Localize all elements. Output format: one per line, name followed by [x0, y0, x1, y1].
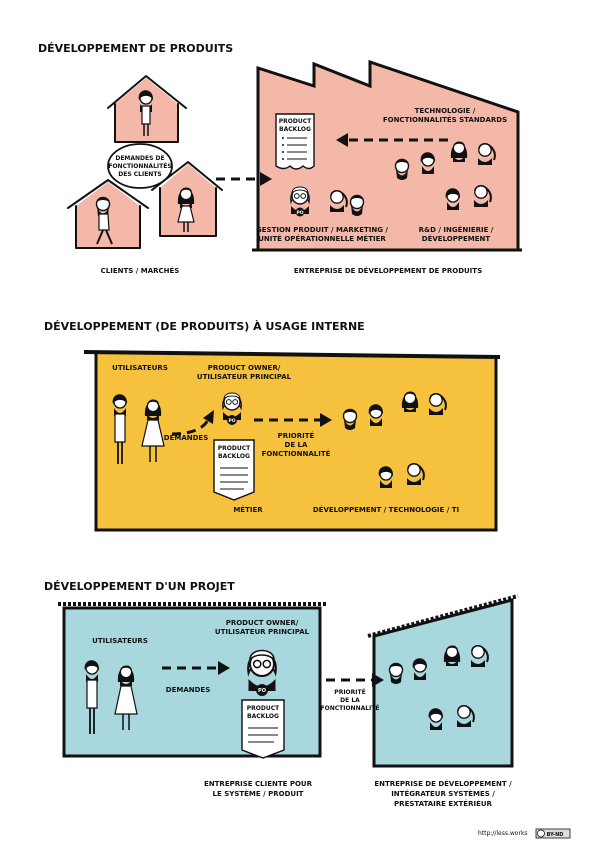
s1-backlog-icon: PRODUCT BACKLOG	[275, 113, 315, 170]
s2-demandes: DEMANDES	[164, 434, 208, 442]
s1-title: DÉVELOPPEMENT DE PRODUITS	[38, 42, 233, 55]
s1-client-top	[138, 89, 154, 136]
s2-priorite-line-1: PRIORITÉ	[278, 431, 315, 440]
s1-tech-line-2: FONCTIONNALITÉS STANDARDS	[383, 115, 507, 124]
s3-cliente-line-2: LE SYSTÈME / PRODUIT	[213, 789, 304, 798]
s2-dev-person-1	[342, 408, 358, 431]
s1-rd-line-1: R&D / INGÉNIERIE /	[419, 225, 494, 234]
s1-rd-line-2: DÉVELOPPEMENT	[422, 234, 491, 243]
s3-arrow-demandes	[162, 661, 230, 675]
s2-po-line-2: UTILISATEUR PRINCIPAL	[197, 373, 292, 381]
s3-title: DÉVELOPPEMENT D'UN PROJET	[44, 580, 235, 593]
s2-utilisateurs: UTILISATEURS	[112, 364, 168, 372]
s1-bubble-line-1: DEMANDES DE	[115, 155, 164, 162]
s1-po-badge: PO	[296, 210, 303, 216]
s2-po-person: PO	[222, 392, 242, 425]
s1-backlog-line-2: BACKLOG	[279, 126, 311, 133]
s3-backlog-icon: PRODUCT BACKLOG	[241, 699, 285, 759]
s1-backlog-line-1: PRODUCT	[279, 118, 312, 125]
s2-user-2	[141, 398, 165, 462]
s3-priorite-line-2: DE LA	[340, 697, 360, 704]
s2-title: DÉVELOPPEMENT (DE PRODUITS) À USAGE INTE…	[44, 320, 365, 333]
s3-priorite-line-1: PRIORITÉ	[334, 688, 365, 696]
s2-arrow-priorite	[254, 413, 332, 427]
s1-rd-person-1	[394, 158, 410, 181]
s1-clients-label: CLIENTS / MARCHÉS	[101, 266, 180, 275]
s3-po-line-1: PRODUCT OWNER/	[226, 619, 299, 627]
s2-building	[83, 350, 501, 532]
s1-client-left	[95, 196, 113, 245]
s3-dev-line-3: PRESTATAIRE EXTÉRIEUR	[394, 799, 493, 808]
s1-bubble: DEMANDES DE FONCTIONNALITÉS DES CLIENTS	[107, 143, 173, 189]
s2-backlog-line-1: PRODUCT	[218, 445, 251, 452]
s3-cliente-line-1: ENTREPRISE CLIENTE POUR	[204, 780, 313, 788]
s1-gestion-person-2	[349, 194, 365, 217]
s1-gestion-line-2: UNITÉ OPÉRATIONNELLE MÉTIER	[258, 234, 386, 243]
s3-arrow-priorite	[326, 673, 384, 687]
s3-utilisateurs: UTILISATEURS	[92, 637, 148, 645]
s3-user-1	[84, 659, 100, 734]
s1-entreprise-label: ENTREPRISE DE DÉVELOPPEMENT DE PRODUITS	[294, 266, 482, 275]
s1-bubble-line-3: DES CLIENTS	[118, 171, 161, 178]
s2-metier: MÉTIER	[233, 505, 263, 514]
s2-priorite-line-3: FONCTIONNALITÉ	[262, 449, 331, 458]
s2-user-1	[112, 393, 128, 464]
s2-po-line-1: PRODUCT OWNER/	[208, 364, 281, 372]
license-text: BY-ND	[547, 832, 564, 838]
s1-po-person: PO	[290, 186, 310, 217]
s2-dev: DÉVELOPPEMENT / TECHNOLOGIE / TI	[313, 505, 459, 514]
s3-priorite-line-3: FONCTIONNALITÉ	[321, 704, 380, 712]
s2-backlog-icon: PRODUCT BACKLOG	[213, 439, 255, 501]
s1-arrow-tech	[336, 133, 448, 147]
s3-po-badge: PO	[258, 688, 266, 694]
s3-po-person: PO	[247, 649, 277, 696]
s3-po-line-2: UTILISATEUR PRINCIPAL	[215, 628, 310, 636]
s3-user-2	[114, 664, 138, 730]
s2-po-badge: PO	[228, 418, 235, 424]
s3-backlog-line-2: BACKLOG	[247, 713, 279, 720]
s2-arrow-demandes	[171, 410, 214, 436]
license-badge[interactable]: BY-ND	[535, 828, 571, 839]
s3-dev-building	[367, 594, 519, 768]
s3-backlog-line-1: PRODUCT	[247, 705, 280, 712]
s3-dev-line-1: ENTREPRISE DE DÉVELOPPEMENT /	[374, 779, 512, 788]
s3-dev-line-2: INTÉGRATEUR SYSTÈMES /	[391, 789, 495, 798]
s3-dev-person-1	[388, 662, 404, 685]
s1-gestion-line-1: GESTION PRODUIT / MARKETING /	[256, 226, 388, 234]
s1-arrow-demands	[216, 172, 272, 186]
s1-bubble-line-2: FONCTIONNALITÉS	[108, 162, 171, 170]
s1-tech-line-1: TECHNOLOGIE /	[415, 107, 476, 115]
footer-url[interactable]: http://less.works	[478, 830, 528, 837]
s3-demandes: DEMANDES	[166, 686, 210, 694]
s1-client-right	[177, 186, 195, 232]
s2-backlog-line-2: BACKLOG	[218, 453, 250, 460]
cc-icon	[537, 829, 545, 838]
s2-priorite-line-2: DE LA	[285, 441, 308, 449]
